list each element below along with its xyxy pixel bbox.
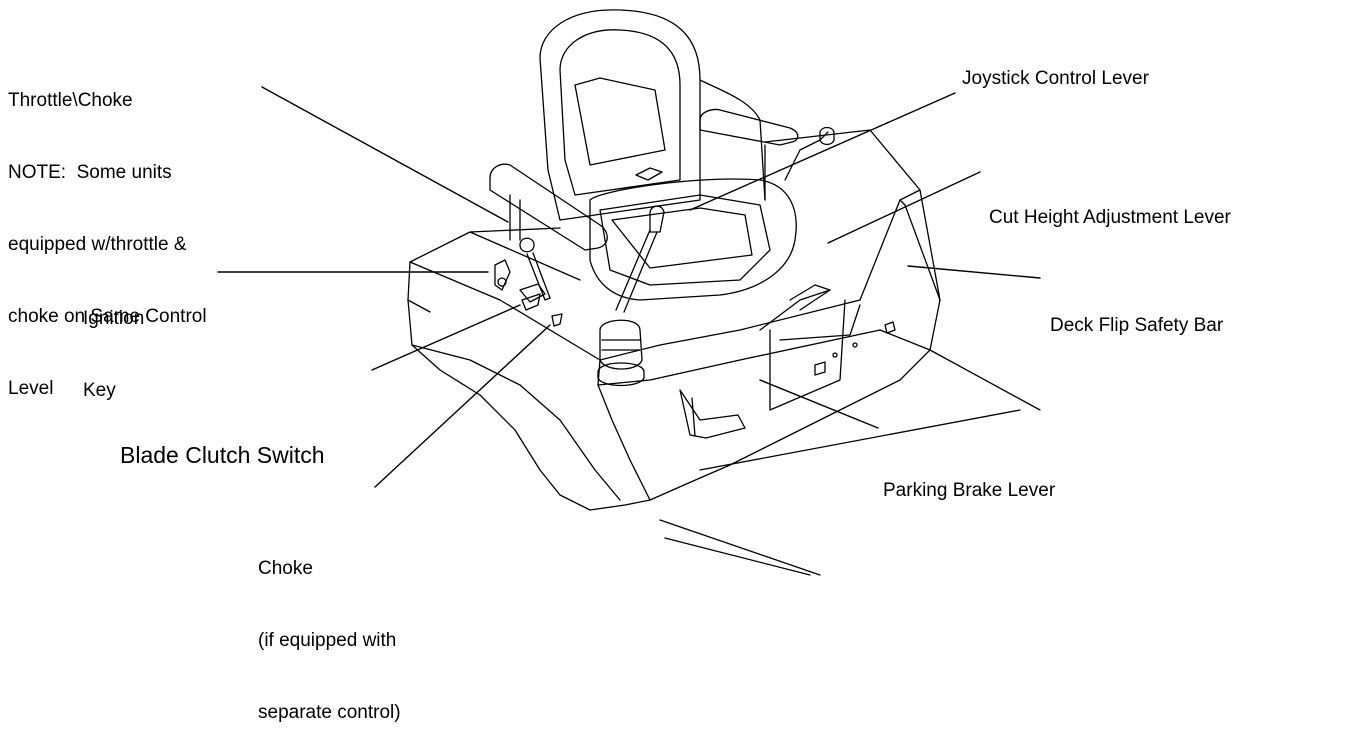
leader-deck-flip [907, 265, 1041, 279]
label-parking-brake-lever: Parking Brake Lever [883, 480, 1056, 501]
leader-cut-height [827, 171, 981, 244]
leader-choke [374, 324, 551, 488]
label-throttle-choke: Throttle\Choke NOTE: Some units equipped… [8, 90, 207, 399]
leader-throttle-choke [261, 86, 509, 223]
leader-parking-brake [759, 379, 879, 429]
leader-joystick [689, 92, 956, 211]
label-choke: Choke (if equipped with separate control… [258, 558, 401, 723]
leader-blade-clutch [371, 304, 521, 371]
joystick-left [597, 205, 665, 387]
label-joystick-control-lever: Joystick Control Lever [962, 68, 1149, 89]
mower-operator-station-drawing [217, 9, 1041, 576]
label-ignition-key: Ignition Key [83, 308, 145, 401]
label-blade-clutch-switch: Blade Clutch Switch [120, 442, 325, 468]
label-cut-height-adjustment-lever: Cut Height Adjustment Lever [989, 207, 1231, 228]
machine-body [407, 129, 941, 511]
console-controls [494, 237, 563, 327]
seat [489, 9, 799, 301]
label-deck-flip-safety-bar: Deck Flip Safety Bar [1050, 315, 1224, 336]
leader-lines [217, 86, 1041, 488]
parking-brake-handle [679, 389, 746, 439]
ground-tracks [659, 349, 1041, 576]
